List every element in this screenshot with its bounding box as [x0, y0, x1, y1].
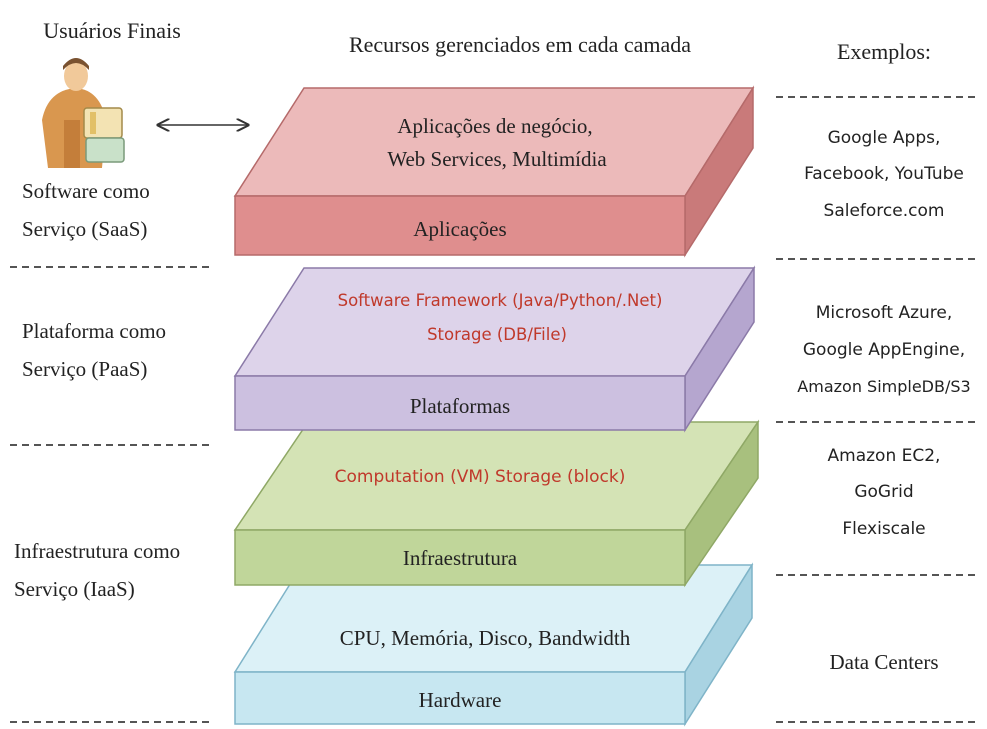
- layer-infrastructure-front: [234, 529, 686, 586]
- examples-saas: Google Apps, Facebook, YouTube Saleforce…: [804, 128, 964, 221]
- svg-text:Google AppEngine,: Google AppEngine,: [803, 340, 965, 360]
- layer-platforms: Software Framework (Java/Python/.Net) St…: [233, 265, 756, 433]
- layer-infrastructure-name: Infraestrutura: [403, 546, 518, 570]
- svg-text:Facebook, YouTube: Facebook, YouTube: [804, 164, 964, 184]
- layer-hardware-resources: CPU, Memória, Disco, Bandwidth: [340, 626, 631, 650]
- iaas-label: Infraestrutura como Serviço (IaaS): [14, 539, 180, 601]
- layer-applications-business: Aplicações de negócio,: [397, 114, 592, 138]
- layer-infrastructure: Computation (VM) Storage (block) Infraes…: [233, 419, 760, 588]
- layer-hardware-name: Hardware: [419, 688, 502, 712]
- svg-text:Serviço (PaaS): Serviço (PaaS): [22, 357, 147, 381]
- layer-applications-top: [233, 87, 755, 197]
- layer-applications-services: Web Services, Multimídia: [387, 147, 607, 171]
- layer-applications: Aplicações de negócio, Web Services, Mul…: [233, 85, 755, 258]
- examples-hardware: Data Centers: [829, 650, 938, 674]
- layer-hardware: CPU, Memória, Disco, Bandwidth Hardware: [233, 562, 754, 727]
- resources-header: Recursos gerenciados em cada camada: [349, 32, 691, 57]
- svg-text:Serviço (IaaS): Serviço (IaaS): [14, 577, 135, 601]
- examples-iaas: Amazon EC2, GoGrid Flexiscale: [828, 446, 941, 539]
- svg-text:Software como: Software como: [22, 179, 150, 203]
- business-person-icon: [42, 58, 125, 168]
- svg-text:Saleforce.com: Saleforce.com: [824, 201, 945, 221]
- saas-label: Software como Serviço (SaaS): [22, 179, 150, 241]
- svg-text:Amazon SimpleDB/S3: Amazon SimpleDB/S3: [797, 377, 970, 396]
- paas-label: Plataforma como Serviço (PaaS): [22, 319, 166, 381]
- users-header: Usuários Finais: [43, 18, 181, 43]
- layer-infrastructure-resources: Computation (VM) Storage (block): [335, 467, 626, 487]
- layer-applications-front: [234, 195, 686, 256]
- layer-platforms-storage: Storage (DB/File): [427, 325, 567, 344]
- svg-text:Amazon EC2,: Amazon EC2,: [828, 446, 941, 466]
- svg-text:GoGrid: GoGrid: [854, 482, 913, 502]
- svg-text:Flexiscale: Flexiscale: [842, 519, 925, 539]
- svg-text:Serviço (SaaS): Serviço (SaaS): [22, 217, 147, 241]
- svg-text:Microsoft Azure,: Microsoft Azure,: [816, 303, 953, 323]
- svg-text:Google Apps,: Google Apps,: [828, 128, 941, 148]
- layer-platforms-top: [233, 267, 756, 377]
- layer-platforms-framework: Software Framework (Java/Python/.Net): [338, 291, 663, 310]
- layer-platforms-front: [234, 375, 686, 431]
- examples-paas: Microsoft Azure, Google AppEngine, Amazo…: [797, 303, 970, 396]
- layer-platforms-name: Plataformas: [410, 394, 510, 418]
- layer-hardware-front: [234, 671, 686, 725]
- layer-applications-name: Aplicações: [413, 217, 506, 241]
- svg-text:Plataforma como: Plataforma como: [22, 319, 166, 343]
- examples-header: Exemplos:: [837, 39, 931, 64]
- svg-text:Infraestrutura como: Infraestrutura como: [14, 539, 180, 563]
